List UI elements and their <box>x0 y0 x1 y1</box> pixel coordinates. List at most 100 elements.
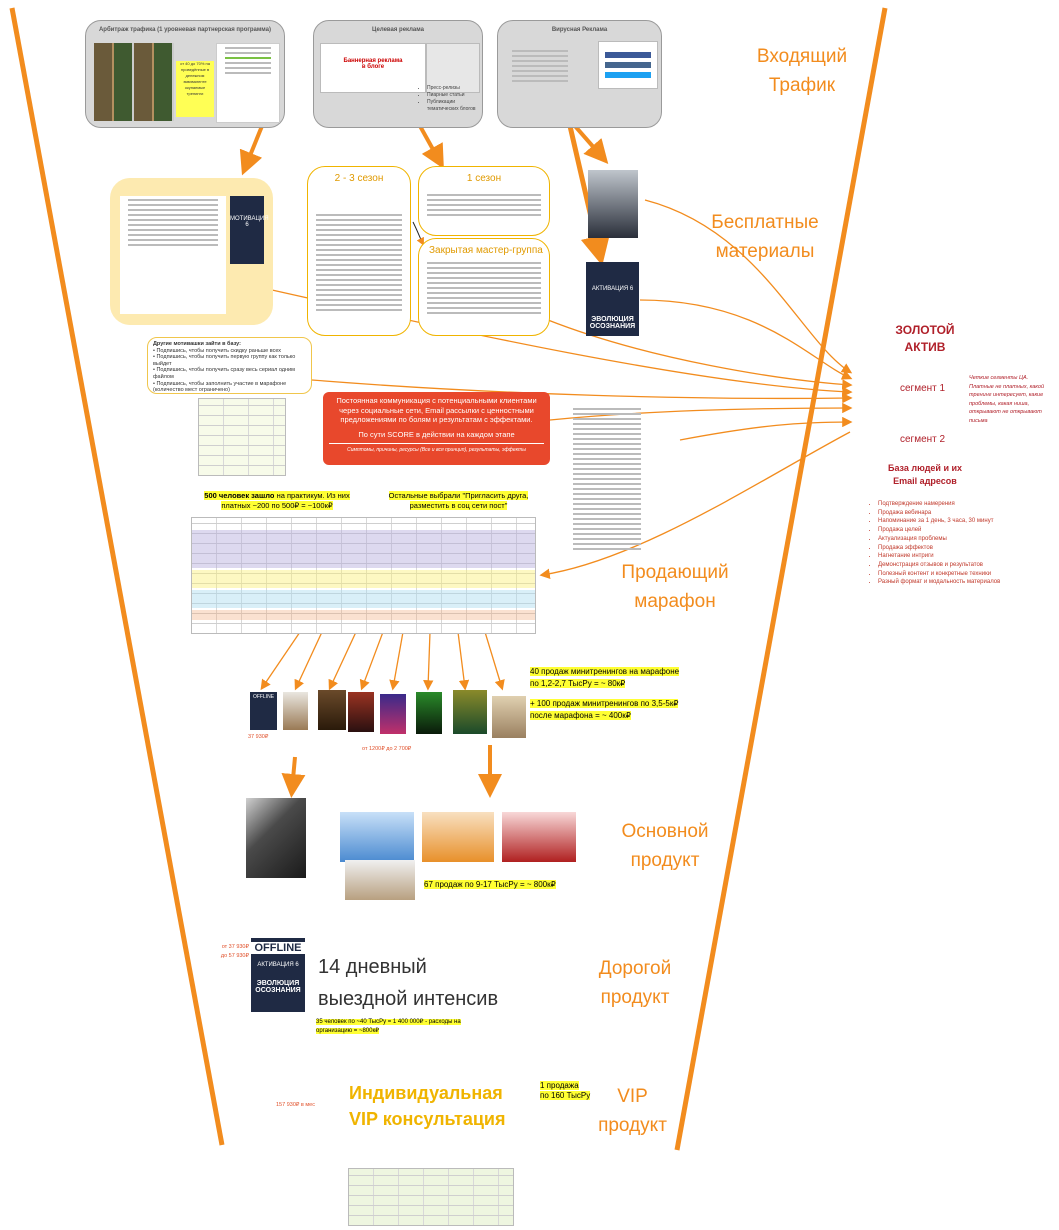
email-base-label: База людей и их Email адресов <box>887 463 963 486</box>
mini-training-cover <box>492 696 526 738</box>
viral-text-block <box>504 47 576 117</box>
funnel-right-edge <box>674 7 888 1151</box>
golden-asset-title: ЗОЛОТОЙ АКТИВ <box>895 323 955 354</box>
season-2-3-title: 2 - 3 сезон <box>334 173 384 184</box>
targeted-bullets: Пресс-релизы Пиарные статьи Публикации т… <box>418 85 482 113</box>
vip-price: 157 930₽ в мес <box>276 1102 315 1108</box>
cover-line: АКТИВАЦИЯ 6 <box>591 286 634 292</box>
price-range: от 1200₽ до 2 700₽ <box>362 746 412 752</box>
main-product-set <box>340 812 414 862</box>
email-action-item: Напоминание за 1 день, 3 часа, 30 минут <box>878 517 1058 526</box>
price-left: 37 930₽ <box>248 734 269 740</box>
free-material-cover-2: АКТИВАЦИЯ 6 ЭВОЛЮЦИЯ ОСОЗНАНИЯ <box>586 262 639 336</box>
motivation-cover: МОТИВАЦИЯ 6 <box>230 196 269 264</box>
stage-label-vip: VIP продукт <box>598 1086 667 1136</box>
segment-2-label: сегмент 2 <box>900 434 946 445</box>
mini-training-cover <box>348 692 374 732</box>
email-sequence-text <box>573 405 641 550</box>
main-product-set <box>422 812 494 862</box>
vip-title: Индивидуальная VIP консультация <box>349 1083 506 1129</box>
targeted-ad-box: Целевая реклама Баннерная реклама в блог… <box>313 20 483 128</box>
email-action-item: Продажа целей <box>878 526 1058 535</box>
segments-note: Четкие сегменты ЦА. Платные не платных, … <box>969 375 1045 424</box>
viral-ad-box: Вирусная Реклама <box>497 20 662 128</box>
arbitrage-screenshot <box>216 43 280 123</box>
stage-label-expensive: Дорогой продукт <box>598 958 672 1008</box>
email-action-item: Нагнетание интриги <box>878 552 1058 561</box>
motivation-item: • Подпишись, чтобы получить первую групп… <box>153 354 296 367</box>
email-action-item: Продажа эффектов <box>878 544 1058 553</box>
free-material-cover-1 <box>588 170 638 238</box>
marathon-note-left: 500 человек зашло на практикум. Из них п… <box>192 491 362 511</box>
stage-label-main: Основной продукт <box>621 821 709 871</box>
mini-training-cover <box>380 694 406 734</box>
stage-label-free: Бесплатные материалы <box>711 212 819 262</box>
email-action-item: Полезный контент и конкретные техники <box>878 570 1058 579</box>
master-group-box: Закрытая мастер-группа <box>418 238 550 336</box>
expensive-price-a: от 37 930₽ <box>221 944 249 950</box>
motivation-box: Другие мотивашки зайти в базу: • Подпиши… <box>147 337 312 394</box>
main-product-sales: 67 продаж по 9-17 ТысРу = ~ 800к₽ <box>424 880 556 889</box>
small-schedule-table <box>198 398 286 476</box>
offline-label: OFFLINE <box>251 942 305 954</box>
motivation-item: • Подпишись, чтобы получить сразу весь с… <box>153 367 295 380</box>
marathon-note-right: Остальные выбрали "Пригласить друга, раз… <box>388 491 529 510</box>
season-1-box: 1 сезон <box>418 166 550 236</box>
motivation-item: • Подпишись, чтобы заполнить участие в м… <box>153 380 287 394</box>
arbitrage-badge: от 40 до 70% на проведённые в денежном э… <box>176 61 214 117</box>
email-actions-list: Подтверждение намерения Продажа вебинара… <box>868 500 1058 587</box>
cover-title: ЭВОЛЮЦИЯ ОСОЗНАНИЯ <box>255 980 301 994</box>
mini-training-cover <box>453 690 487 734</box>
email-action-item: Продажа вебинара <box>878 509 1058 518</box>
targeted-side-screenshot <box>426 43 480 93</box>
offline-cover-small: OFFLINE <box>250 692 277 730</box>
expensive-price: от 37 930₽ до 57 930₽ <box>203 943 249 961</box>
comments-screenshot <box>120 196 226 314</box>
targeted-bullet: Публикации тематических блогов <box>427 99 482 113</box>
arbitrage-traffic-box: Арбитраж трафика (1 уровневая партнерска… <box>85 20 285 128</box>
communication-box: Постоянная коммуникация с потенциальными… <box>323 392 550 465</box>
arbitrage-title: Арбитраж трафика (1 уровневая партнерска… <box>98 27 272 33</box>
minitrain-sales-2: + 100 продаж минитренингов по 3,5-5к₽ по… <box>530 699 679 720</box>
marathon-schedule-table <box>191 517 536 634</box>
free-materials-comments: МОТИВАЦИЯ 6 <box>110 178 273 325</box>
communication-subtext: Симптомы, причины, ресурсы (Все и вся пр… <box>329 443 544 456</box>
stage-label-selling: Продающий марафон <box>621 562 729 612</box>
main-product-box <box>246 798 306 878</box>
banner-text: Баннерная реклама в блоге <box>343 58 403 70</box>
cover-line: АКТИВАЦИЯ 6 <box>257 962 299 968</box>
bottom-price-table <box>348 1168 514 1226</box>
vip-sales: 1 продажа по 160 ТысРу <box>540 1081 591 1100</box>
season-1-title: 1 сезон <box>466 173 502 184</box>
targeted-bullet: Пиарные статьи <box>427 92 482 99</box>
intensive-title: 14 дневный выездной интенсив <box>318 956 499 1010</box>
intensive-note: 35 человек по ~40 ТысРу = 1 400 000₽ - р… <box>316 1019 461 1034</box>
score-text: По сути SCORE в действии на каждом этапе <box>358 429 515 439</box>
main-product-set <box>502 812 576 862</box>
email-action-item: Разный формат и модальность материалов <box>878 578 1058 587</box>
motivation-title: Другие мотивашки зайти в базу: <box>153 341 241 347</box>
offline-cover-large: OFFLINE АКТИВАЦИЯ 6 ЭВОЛЮЦИЯ ОСОЗНАНИЯ <box>251 938 305 1012</box>
viral-title: Вирусная Реклама <box>551 27 608 33</box>
mini-training-cover <box>283 692 308 730</box>
mini-training-cover <box>416 692 442 734</box>
season-2-3-box: 2 - 3 сезон <box>307 166 411 336</box>
viral-share-widget <box>598 41 658 89</box>
expensive-price-b: до 57 930₽ <box>220 953 249 959</box>
email-action-item: Демонстрация отзывов и результатов <box>878 561 1058 570</box>
master-group-title: Закрытая мастер-группа <box>429 245 543 256</box>
arbitrage-thumbnails <box>94 43 174 121</box>
marathon-note-bold: 500 человек зашло <box>204 491 275 500</box>
targeted-title: Целевая реклама <box>372 27 424 33</box>
targeted-bullet: Пресс-релизы <box>427 85 482 92</box>
targeted-banner-screenshot: Баннерная реклама в блоге <box>320 43 426 93</box>
funnel-left-edge <box>9 7 225 1146</box>
email-action-item: Подтверждение намерения <box>878 500 1058 509</box>
motivation-item: • Подпишись, чтобы получить скидку раньш… <box>153 347 282 354</box>
communication-text: Постоянная коммуникация с потенциальными… <box>336 396 537 424</box>
email-action-item: Актуализация проблемы <box>878 535 1058 544</box>
mini-training-cover <box>318 690 346 730</box>
segment-1-label: сегмент 1 <box>900 383 946 394</box>
cover-title: ЭВОЛЮЦИЯ ОСОЗНАНИЯ <box>589 316 636 330</box>
minitrain-sales-1: 40 продаж минитренингов на марафоне по 1… <box>530 667 680 688</box>
